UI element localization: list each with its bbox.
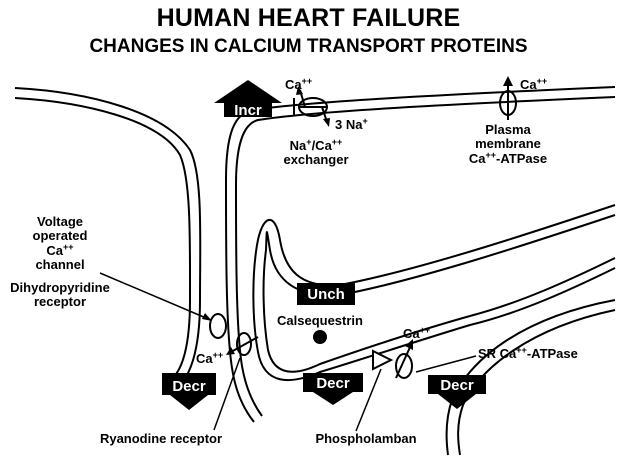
exchanger-ca-label: Ca++ (285, 76, 312, 92)
ryanodine-ca-label: Ca++ (196, 350, 223, 366)
calsequestrin-label: Calsequestrin (277, 313, 363, 328)
ryanodine-pointer-line (214, 358, 240, 430)
unch-badge-label: Unch (307, 286, 345, 303)
decr-badge-phospholamban: Decr (303, 373, 363, 405)
dhp-label-line1: Dihydropyridine (10, 280, 110, 295)
voltage-label-line3: Ca++ (46, 242, 73, 258)
voltage-label-line4: channel (35, 257, 84, 272)
pmca-name-line3: Ca++-ATPase (469, 150, 547, 166)
exchanger-name-line2: exchanger (283, 152, 348, 167)
phospholamban-label: Phospholamban (315, 431, 416, 446)
voltage-label-line1: Voltage (37, 214, 83, 229)
pmca-name-line2: membrane (475, 136, 541, 151)
ryanodine-receptor-label: Ryanodine receptor (100, 431, 222, 446)
exchanger-name-line1: Na+/Ca++ (290, 137, 343, 153)
calsequestrin-dot (313, 330, 327, 344)
exchanger-na-label: 3 Na+ (335, 116, 368, 132)
incr-badge: Incr (214, 80, 282, 119)
decr-badge-serca-label: Decr (440, 377, 474, 394)
pmca-name-line1: Plasma (485, 122, 531, 137)
decr-badge-phospholamban-label: Decr (316, 375, 350, 392)
incr-badge-label: Incr (234, 102, 262, 119)
dhp-label-line2: receptor (34, 294, 86, 309)
serca-pump-arrow (396, 345, 411, 378)
unch-badge: Unch (297, 283, 355, 305)
serca-label: SR Ca++-ATPase (478, 345, 578, 361)
ryanodine-release-arrow (231, 337, 258, 352)
dhp-receptor-oval (210, 314, 226, 338)
pmca-arrow-head (503, 76, 513, 86)
decr-badge-ryanodine-label: Decr (172, 378, 206, 395)
decr-badge-ryanodine: Decr (162, 373, 216, 410)
phospholamban-marker (373, 351, 391, 369)
serca-pointer-line (416, 356, 476, 372)
voltage-label-line2: operated (33, 228, 88, 243)
decr-badge-serca: Decr (428, 375, 486, 409)
